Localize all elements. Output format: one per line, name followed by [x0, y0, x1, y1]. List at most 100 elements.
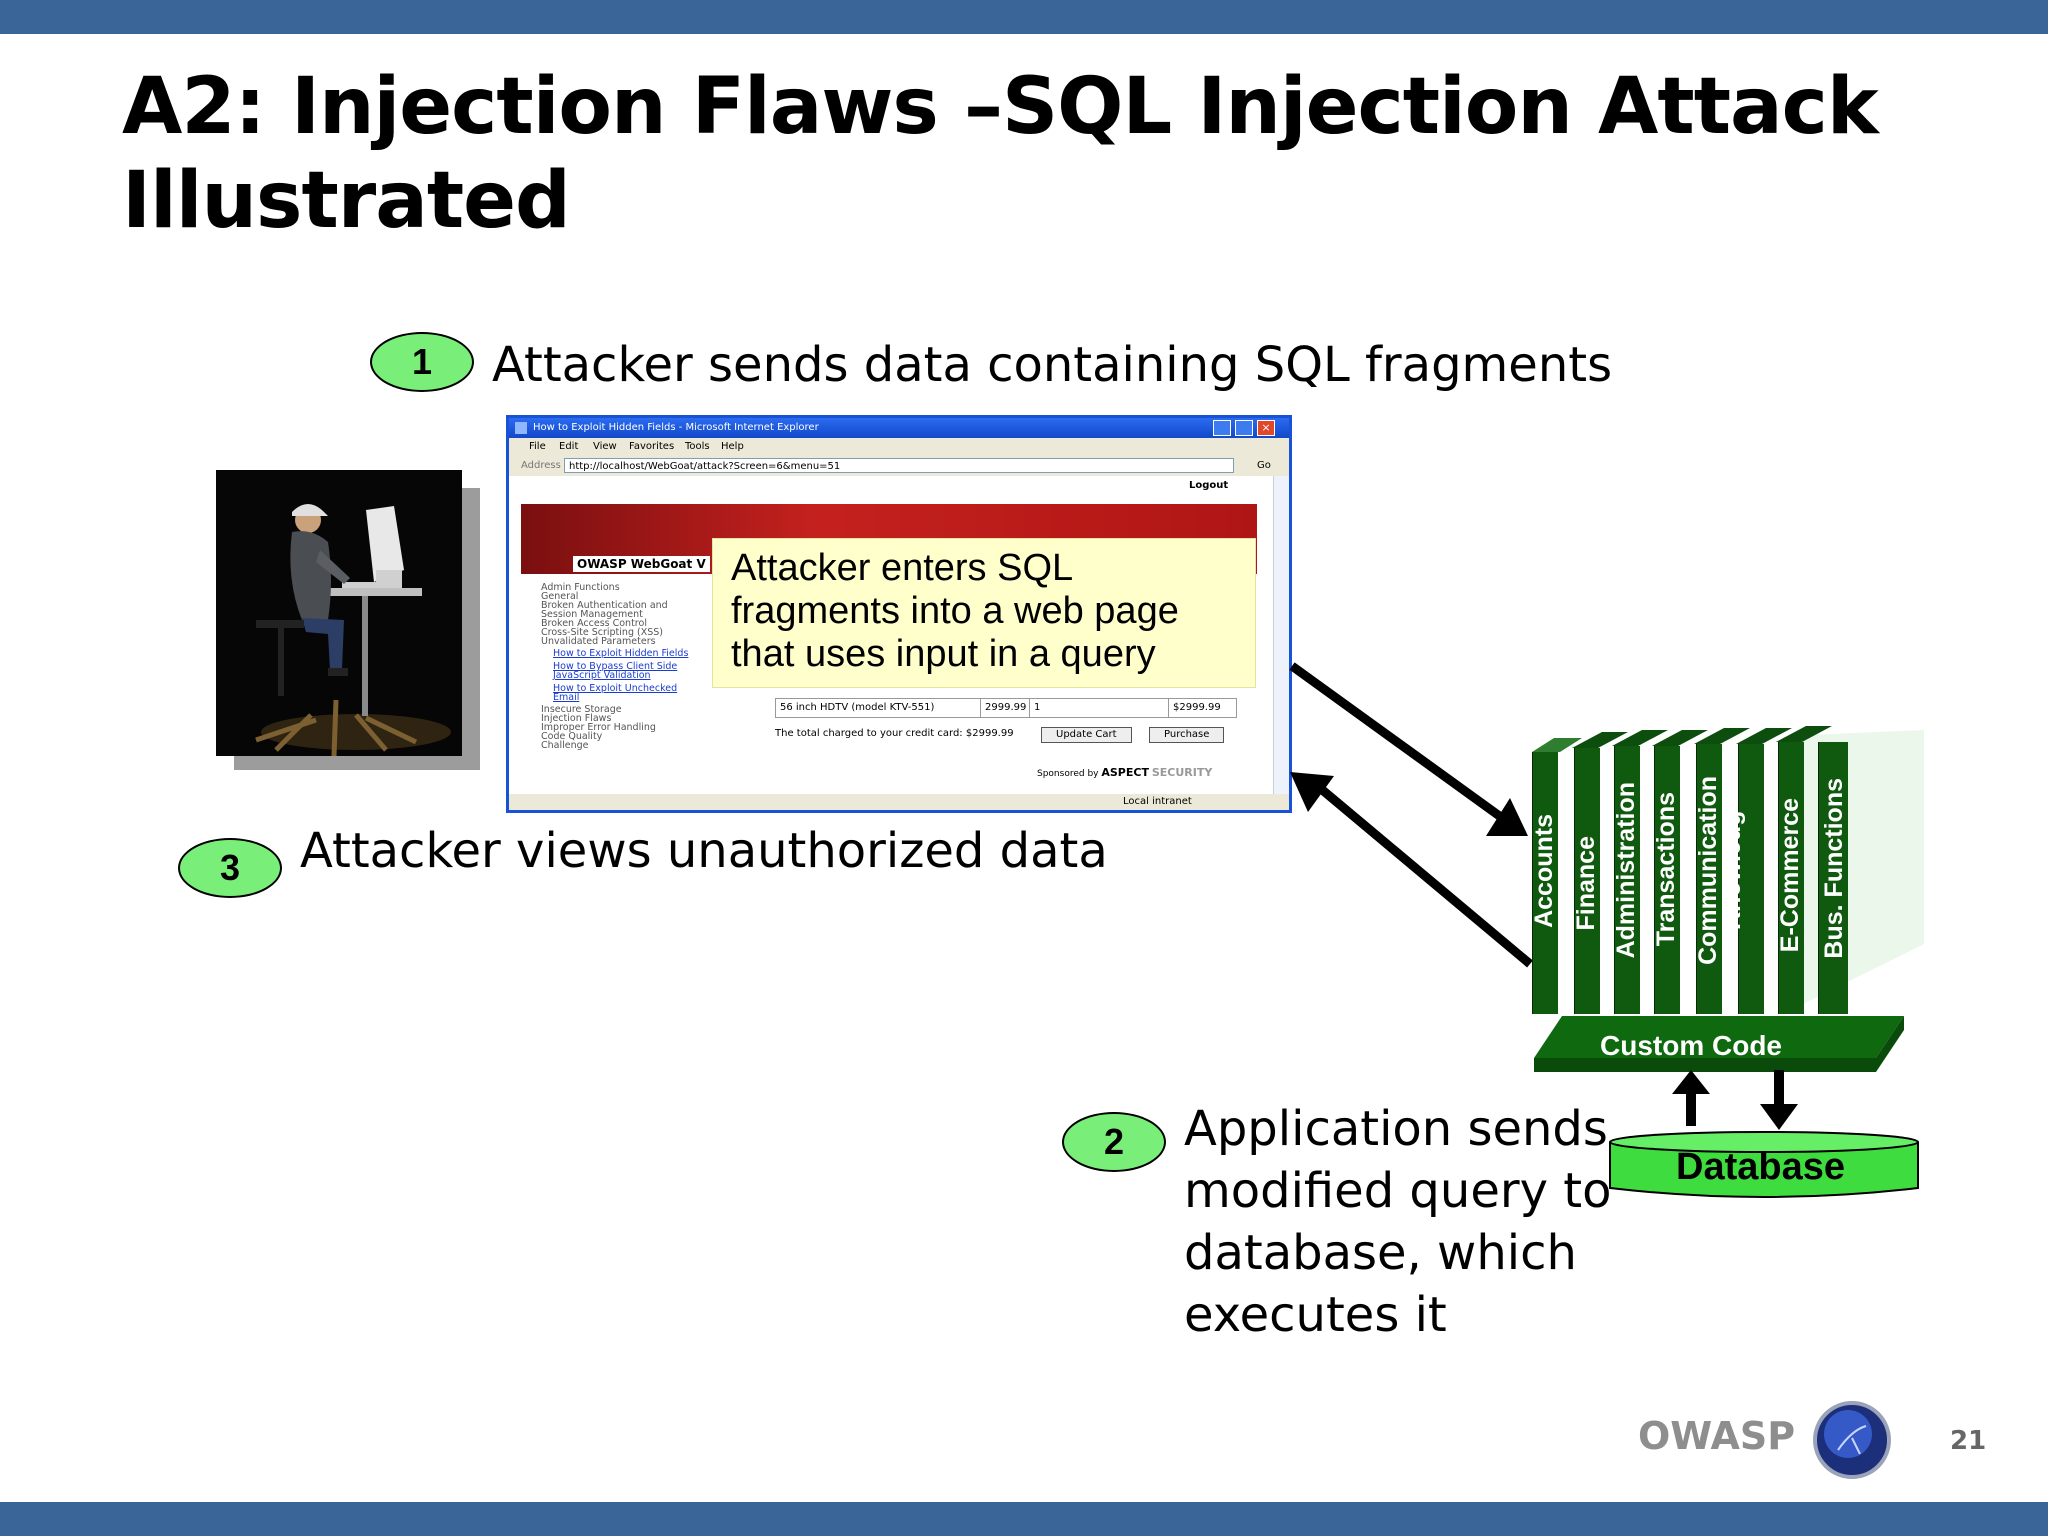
attacker-photo — [216, 470, 462, 756]
nav-item[interactable]: Injection Flaws — [541, 713, 612, 724]
update-cart-button[interactable]: Update Cart — [1041, 727, 1132, 743]
step-1-text: Attacker sends data containing SQL fragm… — [492, 337, 1613, 393]
address-label: Address — [521, 460, 561, 471]
step-1-badge: 1 — [370, 332, 474, 392]
scrollbar[interactable] — [1273, 476, 1289, 794]
attacker-at-computer-illustration — [216, 470, 462, 756]
column-accounts — [1532, 752, 1558, 1014]
step-3-badge: 3 — [178, 838, 282, 898]
logout-link[interactable]: Logout — [1189, 480, 1229, 491]
request-arrow-head — [1486, 798, 1528, 836]
nav-item[interactable]: Session Management — [541, 609, 643, 620]
owasp-wordmark: OWASP — [1638, 1414, 1796, 1458]
nav-link[interactable]: Email — [553, 692, 580, 703]
column-administration — [1614, 746, 1640, 1014]
nav-item[interactable]: Admin Functions — [541, 582, 620, 593]
step-2-badge: 2 — [1062, 1112, 1166, 1172]
app-stack-side-face — [1787, 730, 1924, 1012]
slide-title-line-2: Illustrated — [122, 156, 571, 246]
step-2-line: database, which — [1184, 1225, 1577, 1281]
menu-favorites[interactable]: Favorites — [629, 441, 675, 452]
browser-address-bar: Address http://localhost/WebGoat/attack?… — [509, 456, 1289, 476]
custom-code-slab — [1534, 1016, 1904, 1072]
column-knowledge — [1738, 744, 1764, 1014]
callout-line: that uses input in a query — [731, 633, 1156, 675]
column-label: Finance — [1572, 836, 1600, 931]
bottom-banner-bar — [0, 1502, 2048, 1536]
nav-link[interactable]: How to Exploit Hidden Fields — [553, 648, 689, 659]
browser-window-screenshot: How to Exploit Hidden Fields - Microsoft… — [506, 415, 1292, 813]
address-input[interactable]: http://localhost/WebGoat/attack?Screen=6… — [564, 458, 1234, 473]
custom-code-side-face — [1876, 1016, 1904, 1072]
menu-tools[interactable]: Tools — [685, 441, 710, 452]
application-stack: Accounts Finance Administration Transact… — [1530, 724, 1924, 1014]
status-zone: Local intranet — [1123, 796, 1192, 807]
go-button[interactable]: Go — [1257, 460, 1271, 471]
cart-item-total: $2999.99 — [1173, 702, 1221, 713]
response-arrow-head — [1290, 772, 1334, 812]
database-label: Database — [1676, 1146, 1845, 1188]
close-icon[interactable]: × — [1257, 420, 1275, 436]
nav-link[interactable]: How to Bypass Client Side — [553, 661, 678, 672]
nav-item[interactable]: Code Quality — [541, 731, 603, 742]
cart-item-name: 56 inch HDTV (model KTV-551) — [776, 699, 981, 717]
step-3-text: Attacker views unauthorized data — [300, 823, 1108, 879]
nav-item[interactable]: Insecure Storage — [541, 704, 622, 715]
column-finance — [1574, 748, 1600, 1014]
browser-window-title: How to Exploit Hidden Fields - Microsoft… — [533, 422, 819, 433]
cart-item-price: 2999.99 — [981, 699, 1030, 717]
maximize-icon[interactable] — [1235, 420, 1253, 436]
nav-link[interactable]: How to Exploit Unchecked — [553, 683, 678, 694]
nav-item[interactable]: General — [541, 591, 579, 602]
cart-qty-input[interactable]: 1 — [1030, 699, 1169, 717]
column-label: Knowledge Mgmt — [1718, 810, 1746, 930]
callout-note: Attacker enters SQL fragments into a web… — [712, 538, 1256, 688]
custom-code-front-face — [1534, 1058, 1876, 1072]
menu-view[interactable]: View — [593, 441, 617, 452]
cart-row: 56 inch HDTV (model KTV-551) 2999.99 1 $… — [775, 698, 1237, 718]
menu-help[interactable]: Help — [721, 441, 744, 452]
menu-file[interactable]: File — [529, 441, 546, 452]
step-2-line: executes it — [1184, 1287, 1447, 1343]
purchase-button[interactable]: Purchase — [1149, 727, 1225, 743]
webgoat-nav: Admin Functions General Broken Authentic… — [541, 582, 691, 751]
callout-line: fragments into a web page — [731, 590, 1179, 632]
nav-item[interactable]: Broken Authentication and — [541, 600, 668, 611]
sponsor-name: ASPECT — [1101, 766, 1149, 779]
slide-title-line-1: A2: Injection Flaws –SQL Injection Attac… — [122, 62, 1879, 152]
column-ecommerce — [1778, 742, 1804, 1014]
browser-status-bar: Local intranet — [509, 794, 1289, 810]
request-response-arrows — [1289, 662, 1533, 968]
custom-code-top-face — [1534, 1016, 1904, 1058]
down-arrow-icon — [1760, 1104, 1798, 1130]
sponsor-label: Sponsored by — [1037, 769, 1099, 779]
ie-icon — [515, 422, 527, 434]
code-db-arrows — [1672, 1070, 1798, 1130]
nav-link[interactable]: JavaScript Validation — [553, 670, 651, 681]
nav-item[interactable]: Unvalidated Parameters — [541, 636, 656, 647]
up-arrow-icon — [1672, 1070, 1710, 1094]
column-transactions — [1654, 746, 1680, 1014]
total-label: The total charged to your credit card: — [775, 728, 963, 739]
column-label: Transactions — [1652, 792, 1680, 947]
sponsor-line: Sponsored by ASPECT SECURITY — [1037, 766, 1212, 779]
nav-item[interactable]: Improper Error Handling — [541, 722, 656, 733]
slide-title: A2: Injection Flaws –SQL Injection Attac… — [122, 60, 1942, 248]
request-arrow-line — [1289, 662, 1508, 824]
nav-item[interactable]: Challenge — [541, 740, 589, 751]
column-communication — [1696, 744, 1722, 1014]
menu-edit[interactable]: Edit — [559, 441, 579, 452]
browser-menu-bar: File Edit View Favorites Tools Help — [509, 438, 1289, 456]
owasp-logo-icon — [1813, 1401, 1891, 1479]
step-2-line: Application sends — [1184, 1101, 1608, 1157]
minimize-icon[interactable] — [1213, 420, 1231, 436]
page-number: 21 — [1950, 1426, 1987, 1456]
nav-item[interactable]: Cross-Site Scripting (XSS) — [541, 627, 663, 638]
callout-line: Attacker enters SQL — [731, 547, 1074, 589]
column-bus-functions — [1818, 742, 1848, 1014]
column-label: Bus. Functions — [1820, 778, 1848, 959]
nav-item[interactable]: Broken Access Control — [541, 618, 647, 629]
column-label: Accounts — [1530, 814, 1558, 928]
column-label: Administration — [1612, 782, 1640, 959]
database-body — [1609, 1142, 1919, 1198]
